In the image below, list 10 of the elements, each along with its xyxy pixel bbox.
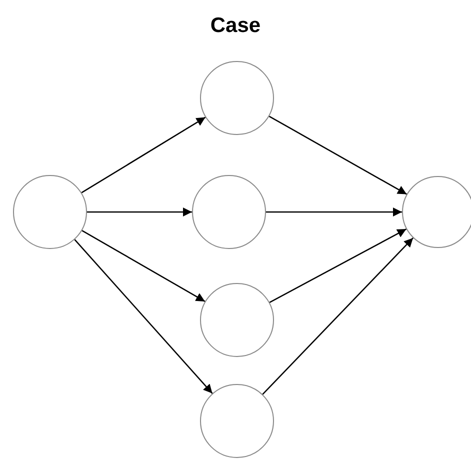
arrow	[81, 116, 206, 194]
arrow	[266, 208, 402, 216]
arrow	[262, 238, 414, 395]
diagram-title: Case	[209, 14, 262, 38]
arrow	[268, 116, 407, 195]
arrow	[87, 208, 192, 216]
circle-node	[402, 176, 471, 248]
arrow	[269, 228, 407, 304]
arrow	[82, 230, 206, 302]
arrow	[74, 239, 213, 394]
